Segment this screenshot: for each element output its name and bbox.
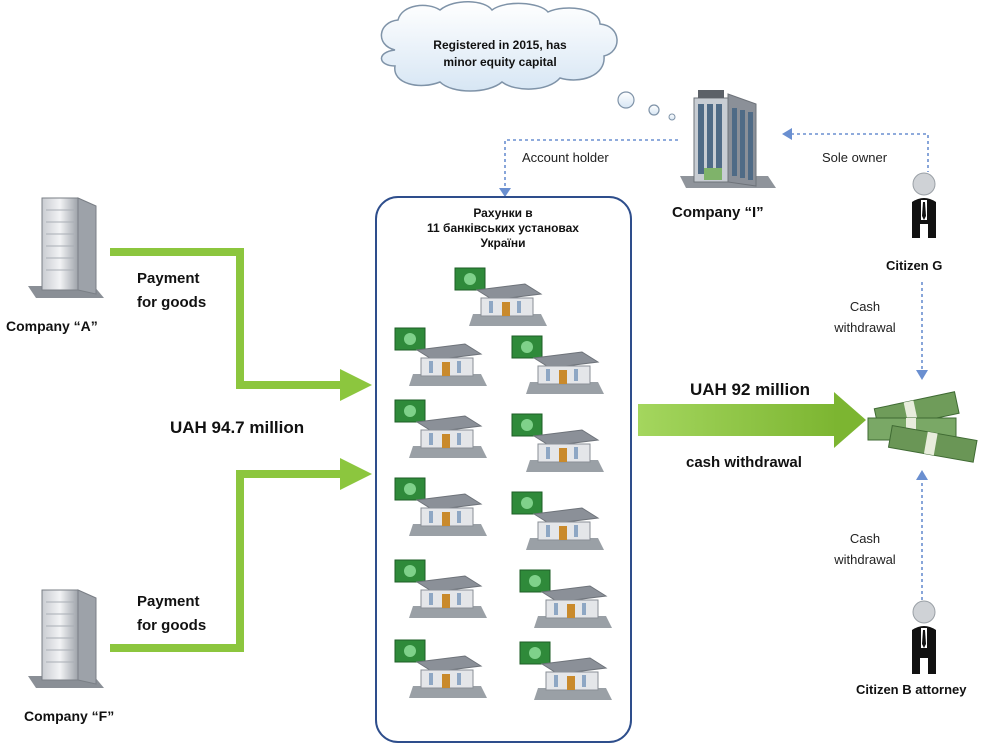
bank-icon xyxy=(511,335,604,394)
cloud-line-1: Registered in 2015, has xyxy=(433,38,567,52)
cash-g-line-1: Cash xyxy=(849,299,881,314)
bank-icon xyxy=(511,413,604,472)
company-f-building-icon xyxy=(28,589,104,688)
outflow-amount-label: UAH 92 million xyxy=(690,380,810,399)
payment-f-line-2: for goods xyxy=(137,617,207,634)
payment-f-label: Payment for goods xyxy=(137,590,206,638)
citizen-g-person-icon xyxy=(912,172,936,238)
company-i-label: Company “I” xyxy=(672,204,764,221)
accounts-title-line-3: України xyxy=(480,236,526,250)
bank-icon xyxy=(394,327,487,386)
green-arrow-a xyxy=(110,248,372,401)
cash-b-label: Cash withdrawal xyxy=(820,528,910,570)
cash-stack-icon xyxy=(867,391,978,463)
bank-icon xyxy=(394,399,487,458)
company-f-label: Company “F” xyxy=(24,708,115,724)
accounts-box-title: Рахунки в 11 банківських установах Украї… xyxy=(390,206,616,251)
citizen-g-label: Citizen G xyxy=(886,258,943,273)
sole-owner-label: Sole owner xyxy=(822,150,888,165)
accounts-title-line-1: Рахунки в xyxy=(473,206,533,220)
cash-g-label: Cash withdrawal xyxy=(820,296,910,338)
citizen-b-label: Citizen B attorney xyxy=(856,682,967,697)
accounts-title-line-2: 11 банківських установах xyxy=(427,221,579,235)
bank-icon xyxy=(454,267,547,326)
cloud-text: Registered in 2015, has minor equity cap… xyxy=(425,37,575,71)
account-holder-line xyxy=(504,139,678,190)
outflow-cash-label: cash withdrawal xyxy=(686,454,802,471)
account-holder-label: Account holder xyxy=(522,150,609,165)
cash-b-line-2: withdrawal xyxy=(834,552,896,567)
cash-b-line-1: Cash xyxy=(849,531,881,546)
bank-icon xyxy=(394,639,487,698)
company-i-building-icon xyxy=(680,90,776,188)
company-a-label: Company “A” xyxy=(6,318,98,334)
cash-g-line-2: withdrawal xyxy=(834,320,896,335)
payment-f-line-1: Payment xyxy=(137,593,200,610)
citizen-b-person-icon xyxy=(912,600,936,674)
bank-icon xyxy=(519,569,612,628)
bank-icon xyxy=(519,641,612,700)
dotted-arrowheads xyxy=(499,128,928,480)
company-a-building-icon xyxy=(28,197,104,298)
bank-icon xyxy=(394,477,487,536)
payment-a-label: Payment for goods xyxy=(137,267,206,315)
bank-icon xyxy=(511,491,604,550)
cloud-callout xyxy=(380,1,676,121)
sole-owner-line xyxy=(785,133,929,172)
inflow-amount-label: UAH 94.7 million xyxy=(170,418,305,437)
payment-a-line-2: for goods xyxy=(137,294,207,311)
green-arrow-f xyxy=(110,458,372,652)
bank-icon xyxy=(394,559,487,618)
bank-icons xyxy=(394,267,612,700)
green-arrow-out xyxy=(638,392,866,448)
dotted-connectors xyxy=(504,133,929,600)
cloud-line-2: minor equity capital xyxy=(443,55,557,69)
payment-a-line-1: Payment xyxy=(137,270,200,287)
